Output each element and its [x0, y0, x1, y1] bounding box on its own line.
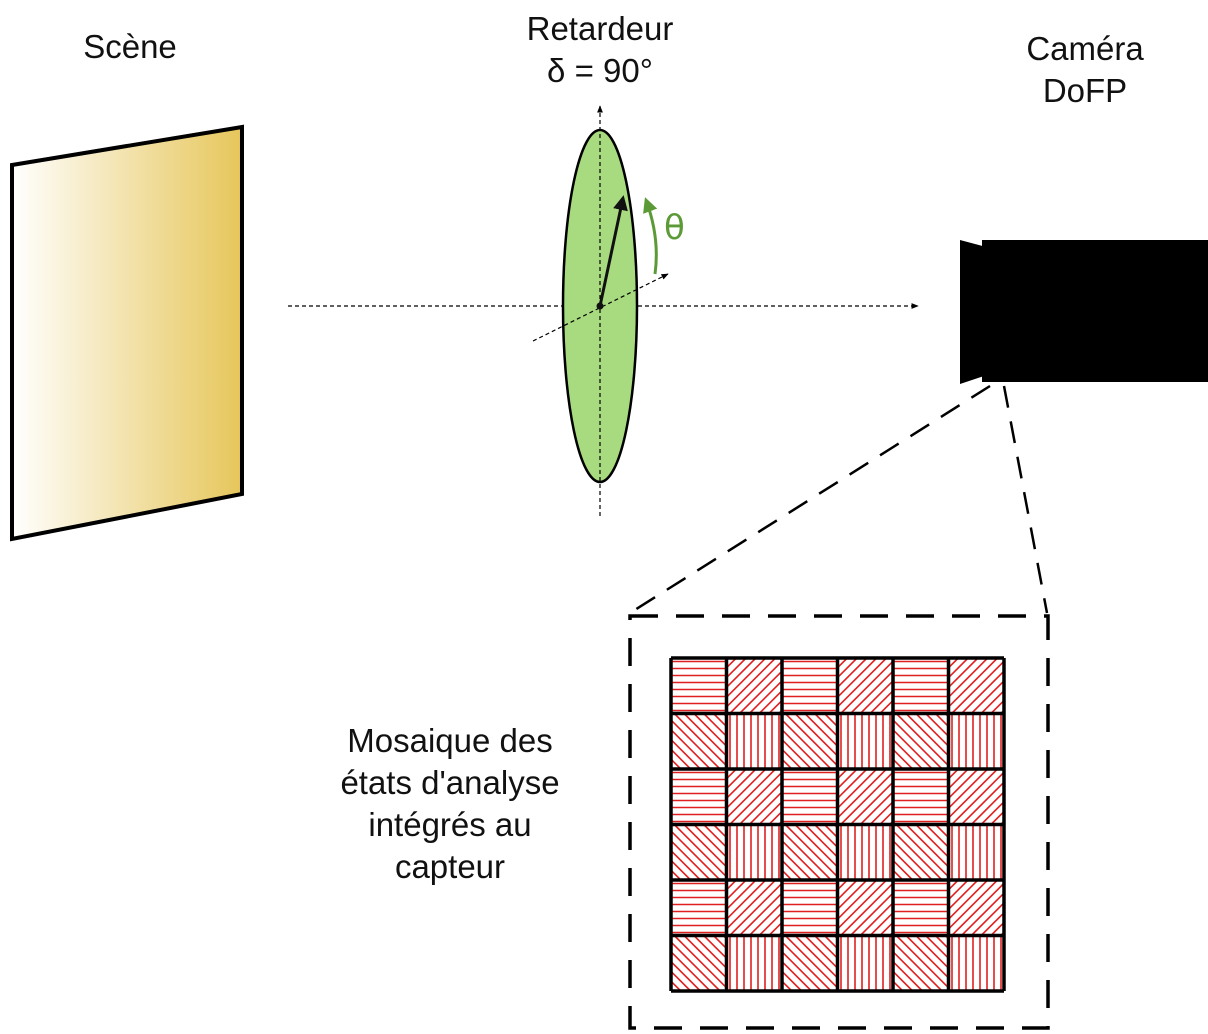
mosaic-cell-diagonal-ne: [837, 769, 893, 825]
mosaic-cell-diagonal-ne: [837, 658, 893, 714]
mosaic-label-line-4: capteur: [394, 848, 506, 885]
mosaic-cell-horizontal: [782, 882, 838, 934]
scene-label-text: Scène: [83, 28, 177, 65]
mosaic-cell-horizontal: [671, 882, 727, 934]
mosaic-cell-vertical: [729, 935, 780, 991]
camera-icon: [960, 240, 1208, 384]
scene-label: Scène: [60, 26, 200, 68]
sensor-mosaic-grid: [669, 656, 1006, 993]
mosaic-cell-vertical: [840, 935, 891, 991]
retarder-delta-label: δ = 90°: [547, 52, 653, 89]
mosaic-cell-horizontal: [671, 771, 727, 823]
mosaic-cell-horizontal: [893, 771, 949, 823]
mosaic-label-line-2: états d'analyse: [340, 764, 560, 801]
mosaic-cell-horizontal: [893, 882, 949, 934]
mosaic-cell-diagonal-nw: [782, 713, 838, 769]
mosaic-cell-diagonal-ne: [948, 658, 1004, 714]
mosaic-zoom-frame: [628, 614, 1050, 1030]
mosaic-label-line-1: Mosaique des: [347, 722, 553, 759]
mosaic-cell-diagonal-ne: [837, 880, 893, 936]
mosaic-cell-vertical: [840, 824, 891, 880]
mosaic-label: Mosaique des états d'analyse intégrés au…: [300, 720, 600, 888]
mosaic-cell-horizontal: [782, 771, 838, 823]
theta-arc: [643, 197, 658, 275]
retarder-label-text: Retardeur: [526, 10, 674, 47]
theta-label: θ: [664, 208, 685, 248]
mosaic-cell-diagonal-ne: [726, 658, 782, 714]
camera-label-line1: Caméra: [1026, 30, 1144, 67]
mosaic-cell-diagonal-nw: [671, 713, 727, 769]
zoom-line-right: [1002, 385, 1049, 614]
mosaic-cell-vertical: [840, 713, 891, 769]
mosaic-cell-vertical: [729, 713, 780, 769]
mosaic-cell-diagonal-ne: [726, 769, 782, 825]
mosaic-cell-vertical: [951, 824, 1002, 880]
mosaic-label-line-3: intégrés au: [368, 806, 532, 843]
fast-axis-arrow: [598, 195, 628, 307]
mosaic-cell-diagonal-ne: [726, 880, 782, 936]
mosaic-cell-vertical: [729, 824, 780, 880]
camera-label: Caméra DoFP: [1000, 28, 1170, 112]
mosaic-cell-diagonal-nw: [893, 935, 949, 991]
mosaic-cell-vertical: [951, 713, 1002, 769]
mosaic-cell-diagonal-nw: [782, 824, 838, 880]
mosaic-cell-diagonal-ne: [948, 880, 1004, 936]
mosaic-cell-vertical: [951, 935, 1002, 991]
retarder-label: Retardeur δ = 90°: [480, 8, 720, 92]
retarder-center-dot: [596, 302, 604, 310]
mosaic-cell-diagonal-nw: [671, 824, 727, 880]
mosaic-cell-horizontal: [782, 660, 838, 712]
zoom-line-left: [629, 384, 991, 615]
mosaic-cell-horizontal: [893, 660, 949, 712]
mosaic-cell-diagonal-ne: [948, 769, 1004, 825]
mosaic-cell-horizontal: [671, 660, 727, 712]
camera-label-line2: DoFP: [1042, 72, 1128, 109]
scene-panel: [10, 124, 244, 542]
mosaic-cell-diagonal-nw: [671, 935, 727, 991]
